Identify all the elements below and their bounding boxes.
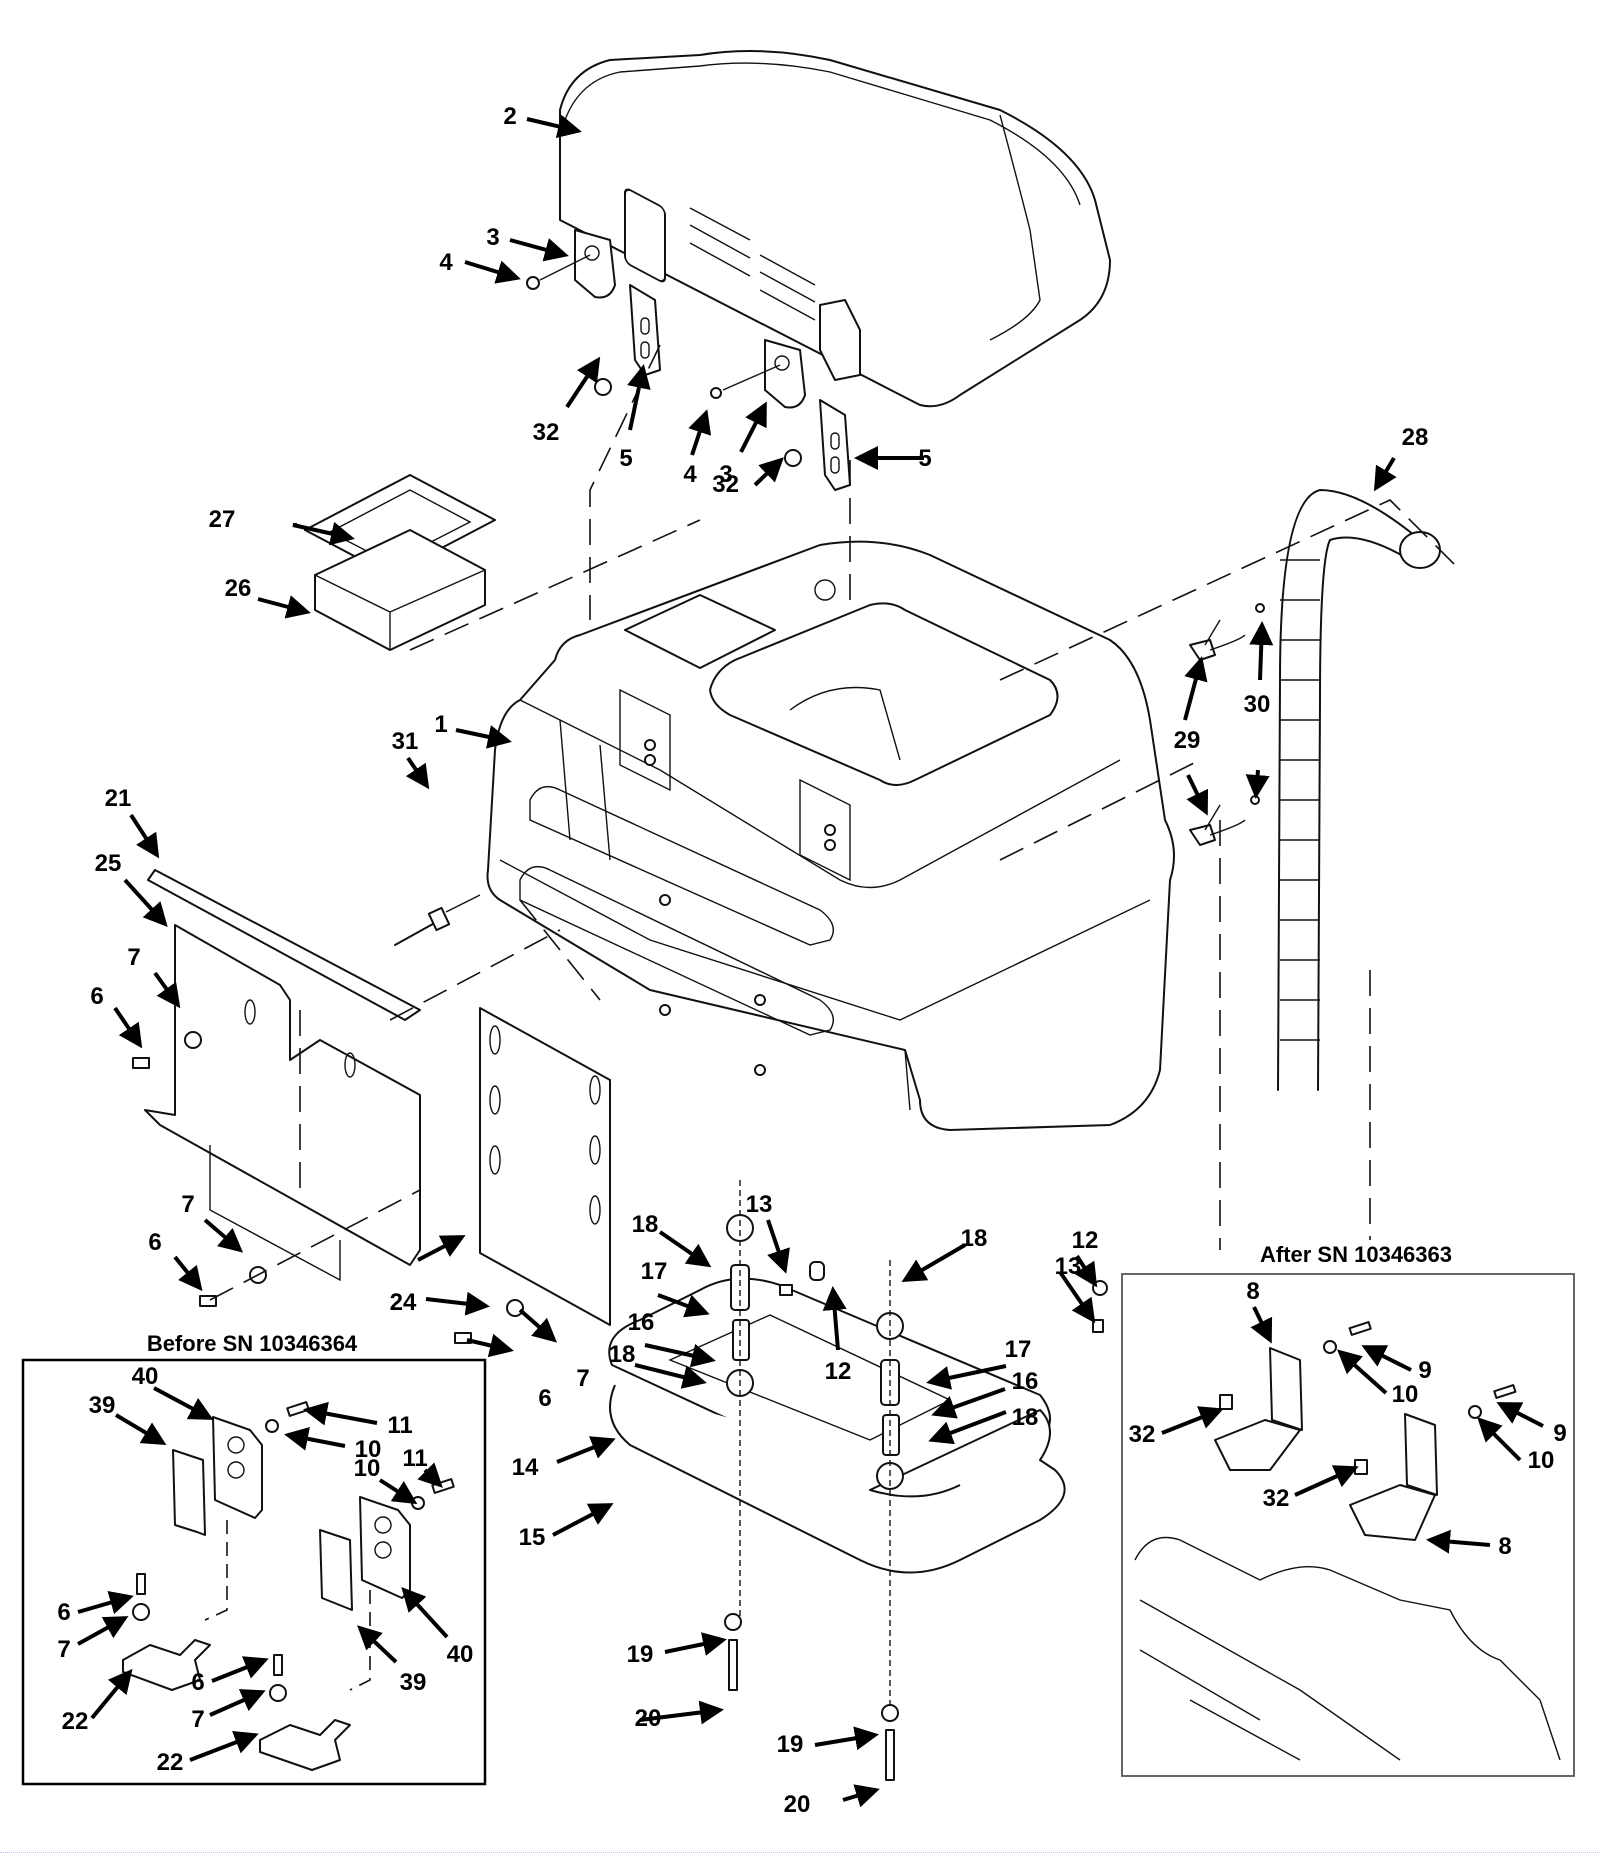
callout-32: 32: [1129, 1421, 1156, 1448]
springs-spacers: [724, 1180, 904, 1781]
callout-4: 4: [439, 249, 453, 276]
callout-5: 5: [619, 445, 632, 472]
callout-18: 18: [961, 1225, 988, 1252]
callout-6: 6: [191, 1669, 204, 1696]
callout-10: 10: [354, 1455, 381, 1482]
callout-6: 6: [148, 1229, 161, 1256]
callout-10: 10: [1528, 1447, 1555, 1474]
callout-19: 19: [627, 1641, 654, 1668]
callout-15: 15: [519, 1524, 546, 1551]
callout-30: 30: [1244, 691, 1271, 718]
callout-22: 22: [62, 1708, 89, 1735]
callout-19: 19: [777, 1731, 804, 1758]
callout-21: 21: [105, 785, 132, 812]
callout-32: 32: [712, 471, 739, 498]
callout-22: 22: [157, 1749, 184, 1776]
callout-14: 14: [512, 1454, 539, 1481]
callout-32: 32: [533, 419, 560, 446]
callout-2: 2: [503, 103, 516, 130]
inset-after: After SN 10346363: [1121, 1242, 1575, 1777]
cover-vent-grille: [624, 188, 861, 381]
callout-16: 16: [628, 1309, 655, 1336]
fasteners-top: [526, 254, 802, 467]
inset-before: Before SN 10346364: [21, 1331, 487, 1786]
callout-9: 9: [1418, 1357, 1431, 1384]
inset-after-caption: After SN 10346363: [1260, 1242, 1452, 1267]
callout-7: 7: [181, 1191, 194, 1218]
latch-left-5: [629, 284, 661, 376]
callout-7: 7: [576, 1365, 589, 1392]
panel-25: [144, 924, 421, 1282]
page-bottom-edge: [0, 1852, 1600, 1855]
main-housing-1: [486, 540, 1175, 1131]
callout-11: 11: [402, 1445, 427, 1472]
latch-right-5: [819, 399, 851, 491]
callout-7: 7: [127, 944, 140, 971]
filter-26: [314, 529, 486, 651]
callout-labels: 2 3 4 32 5 4 3 5 32 27 26 28 1 29 30 31 …: [57, 103, 1566, 1818]
callout-25: 25: [95, 850, 122, 877]
bracket-right-3: [764, 339, 806, 409]
callout-39: 39: [89, 1392, 116, 1419]
callout-11: 11: [387, 1412, 412, 1439]
callout-27: 27: [209, 506, 236, 533]
callout-13: 13: [746, 1191, 773, 1218]
callout-3: 3: [486, 224, 499, 251]
callout-5: 5: [918, 445, 931, 472]
callout-8: 8: [1246, 1278, 1259, 1305]
callout-29: 29: [1174, 727, 1201, 754]
panel-24: [479, 1007, 611, 1326]
callout-6: 6: [57, 1599, 70, 1626]
callout-18: 18: [632, 1211, 659, 1238]
bumper-ring-15: [609, 1384, 1066, 1574]
callout-8: 8: [1498, 1533, 1511, 1560]
hose-28: [1277, 489, 1441, 1091]
callout-6: 6: [538, 1385, 551, 1412]
callout-1: 1: [434, 711, 447, 738]
callout-40: 40: [447, 1641, 474, 1668]
callout-17: 17: [641, 1258, 668, 1285]
callout-6: 6: [90, 983, 103, 1010]
callout-31: 31: [392, 728, 419, 755]
callout-13: 13: [1055, 1253, 1082, 1280]
callout-28: 28: [1402, 424, 1429, 451]
hose-clips-29: [1189, 619, 1246, 846]
callout-3: 3: [719, 461, 732, 488]
callout-26: 26: [225, 575, 252, 602]
callout-39: 39: [400, 1669, 427, 1696]
cover-part: [559, 50, 1111, 408]
callout-7: 7: [57, 1636, 70, 1663]
callout-12: 12: [825, 1358, 852, 1385]
inset-before-caption: Before SN 10346364: [147, 1331, 358, 1356]
bracket-left-3: [574, 229, 616, 299]
callout-10: 10: [1392, 1381, 1419, 1408]
callout-4: 4: [683, 461, 697, 488]
clamps-12-13: [779, 1261, 1108, 1333]
callout-9: 9: [1553, 1420, 1566, 1447]
callout-40: 40: [132, 1363, 159, 1390]
callout-32: 32: [1263, 1485, 1290, 1512]
callout-7: 7: [191, 1706, 204, 1733]
callout-24: 24: [390, 1289, 417, 1316]
callout-18: 18: [1012, 1404, 1039, 1431]
sensor-31: [394, 894, 481, 946]
callout-20: 20: [635, 1705, 662, 1732]
callout-20: 20: [784, 1791, 811, 1818]
callout-18: 18: [609, 1341, 636, 1368]
strip-21: [147, 869, 421, 1021]
callout-17: 17: [1005, 1336, 1032, 1363]
leader-arrows: [77, 114, 1544, 1808]
callout-12: 12: [1072, 1227, 1099, 1254]
callout-16: 16: [1012, 1368, 1039, 1395]
callout-10: 10: [355, 1436, 382, 1463]
